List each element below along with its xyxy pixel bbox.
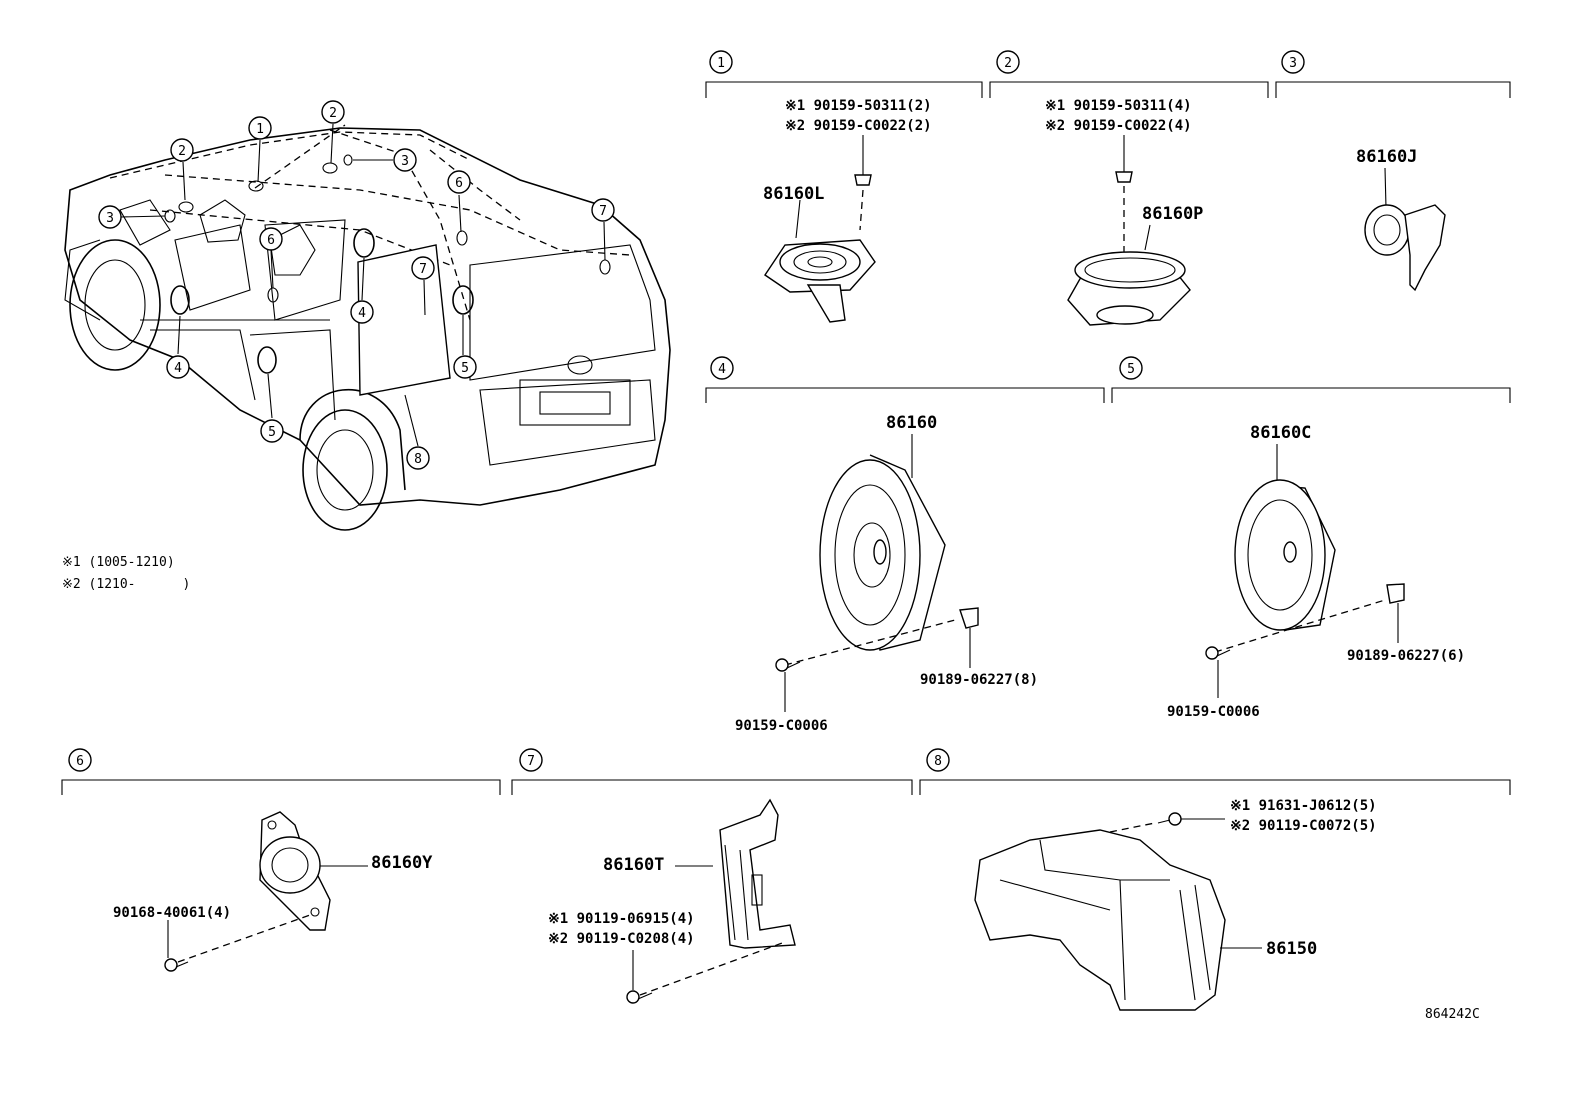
svg-text:1: 1 — [256, 122, 264, 137]
section-6: 6 86160Y 90168-40061(4) — [61, 748, 501, 972]
screw-section-7 — [626, 990, 653, 1004]
section-4-screw: 90159-C0006 — [735, 718, 828, 734]
section-7: 7 86160T ※1 90119-06915(4) ※2 90119-C020… — [511, 748, 913, 1004]
section-2-fastener-2: ※2 90159-C0022(4) — [1045, 118, 1192, 134]
callout-7-vehicle-a: 7 — [591, 198, 615, 222]
svg-text:2: 2 — [178, 144, 186, 159]
tweeter-86160Y-drawing — [259, 811, 331, 931]
section-8-number: 8 — [934, 754, 942, 769]
svg-text:2: 2 — [329, 106, 337, 121]
svg-text:3: 3 — [401, 154, 409, 169]
svg-text:8: 8 — [414, 452, 422, 467]
section-5-number: 5 — [1127, 362, 1135, 377]
callout-4-vehicle-a: 4 — [350, 300, 374, 324]
svg-text:7: 7 — [599, 204, 607, 219]
screw-section-4 — [775, 658, 801, 672]
section-4: 4 86160 90189-06227(8) 90159-C0006 — [705, 356, 1105, 734]
svg-text:5: 5 — [268, 425, 276, 440]
section-3: 3 86160J — [1275, 50, 1511, 292]
section-2: 2 ※1 90159-50311(4) ※2 90159-C0022(4) 86… — [989, 50, 1269, 326]
svg-text:7: 7 — [419, 262, 427, 277]
section-4-part-number: 86160 — [886, 413, 937, 433]
diagram-id: 864242C — [1425, 1007, 1480, 1022]
callout-3-vehicle-b: 3 — [98, 205, 122, 229]
section-8: 8 ※1 91631-J0612(5) ※2 90119-C0072(5) 86… — [919, 748, 1511, 1011]
section-3-number: 3 — [1289, 56, 1297, 71]
note-2: ※2 (1210- ) — [62, 577, 190, 592]
section-8-fastener-2: ※2 90119-C0072(5) — [1230, 818, 1377, 834]
section-6-screw: 90168-40061(4) — [113, 905, 231, 921]
section-7-part-number: 86160T — [603, 855, 664, 875]
section-6-number: 6 — [76, 754, 84, 769]
section-7-fastener-1: ※1 90119-06915(4) — [548, 911, 695, 927]
tweeter-86160L-drawing — [764, 239, 876, 323]
section-4-clip: 90189-06227(8) — [920, 672, 1038, 688]
screw-section-6 — [164, 958, 189, 972]
callout-2-vehicle-a: 2 — [170, 138, 194, 162]
section-5-screw: 90159-C0006 — [1167, 704, 1260, 720]
section-1-fastener-2: ※2 90159-C0022(2) — [785, 118, 932, 134]
screw-section-8 — [1157, 812, 1182, 826]
svg-text:4: 4 — [174, 361, 182, 376]
callout-6-vehicle-b: 6 — [259, 227, 283, 251]
callout-2-vehicle-b: 2 — [321, 100, 345, 124]
subwoofer-86150-drawing — [974, 829, 1226, 1011]
screw-section-5 — [1205, 646, 1231, 660]
section-5: 5 86160C 90189-06227(6) 90159-C0006 — [1111, 356, 1511, 720]
speaker-86160-drawing — [819, 454, 946, 651]
callout-7-vehicle-b: 7 — [411, 256, 435, 280]
section-2-number: 2 — [1004, 56, 1012, 71]
note-1: ※1 (1005-1210) — [62, 555, 175, 570]
callout-5-vehicle-a: 5 — [453, 355, 477, 379]
svg-text:6: 6 — [455, 176, 463, 191]
section-1-fastener-1: ※1 90159-50311(2) — [785, 98, 932, 114]
callout-6-vehicle-a: 6 — [447, 170, 471, 194]
svg-text:6: 6 — [267, 233, 275, 248]
section-1-number: 1 — [717, 56, 725, 71]
vehicle-overview: 1 2 2 3 3 6 6 7 7 4 4 5 5 8 — [64, 100, 671, 531]
section-4-number: 4 — [718, 362, 726, 377]
callout-5-vehicle-b: 5 — [260, 419, 284, 443]
section-6-part-number: 86160Y — [371, 853, 433, 873]
speaker-86160C-drawing — [1234, 479, 1336, 631]
callout-1-vehicle: 1 — [248, 116, 272, 140]
woofer-86160T-drawing — [719, 798, 796, 949]
svg-text:4: 4 — [358, 306, 366, 321]
speaker-86160P-drawing — [1067, 251, 1191, 326]
section-5-clip: 90189-06227(6) — [1347, 648, 1465, 664]
section-8-part-number: 86150 — [1266, 939, 1317, 959]
section-2-fastener-1: ※1 90159-50311(4) — [1045, 98, 1192, 114]
tweeter-86160J-drawing — [1364, 204, 1446, 292]
section-1: 1 ※1 90159-50311(2) ※2 90159-C0022(2) 86… — [705, 50, 983, 323]
callout-4-vehicle-b: 4 — [166, 355, 190, 379]
svg-text:5: 5 — [461, 361, 469, 376]
section-2-part-number: 86160P — [1142, 204, 1203, 224]
section-7-fastener-2: ※2 90119-C0208(4) — [548, 931, 695, 947]
section-8-fastener-1: ※1 91631-J0612(5) — [1230, 798, 1377, 814]
section-7-number: 7 — [527, 754, 535, 769]
callout-3-vehicle-a: 3 — [393, 148, 417, 172]
section-3-part-number: 86160J — [1356, 147, 1417, 167]
section-5-part-number: 86160C — [1250, 423, 1311, 443]
section-1-part-number: 86160L — [763, 184, 824, 204]
callout-8-vehicle: 8 — [406, 446, 430, 470]
svg-text:3: 3 — [106, 211, 114, 226]
